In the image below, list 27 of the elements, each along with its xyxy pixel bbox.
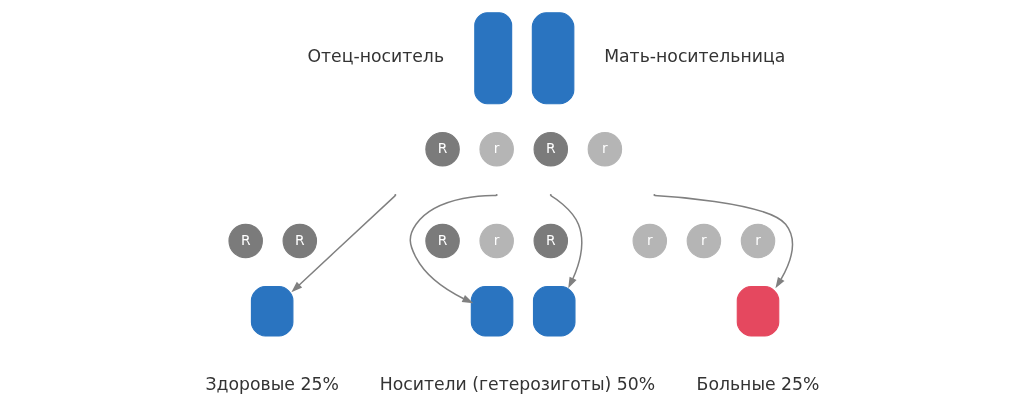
- arrow: [409, 194, 497, 304]
- node-person: [250, 285, 293, 337]
- node-label: Здоровые 25%: [205, 373, 339, 394]
- arrow: [653, 194, 793, 289]
- node-circle: R: [424, 131, 460, 167]
- node-circle: r: [740, 223, 775, 259]
- arrow: [290, 194, 396, 293]
- node-person: [470, 285, 513, 337]
- node-person: [473, 12, 512, 105]
- node-circle: R: [424, 223, 460, 259]
- arrow: [549, 194, 582, 289]
- node-circle: R: [533, 223, 568, 259]
- node-label: Отец-носитель: [306, 46, 444, 67]
- node-circle: r: [632, 223, 667, 259]
- label: Носители (гетерозиготы) 50%: [379, 373, 655, 394]
- node-circle: r: [686, 223, 721, 259]
- node-circle: R: [282, 223, 317, 259]
- node-label: Мать-носительница: [603, 46, 785, 67]
- node-circle: R: [227, 223, 263, 259]
- node-person: [736, 285, 779, 337]
- node-circle: R: [533, 131, 568, 167]
- node-circle: r: [478, 131, 514, 167]
- node-circle: r: [478, 223, 514, 259]
- node-person: [532, 285, 576, 337]
- node-label: Больные 25%: [696, 373, 819, 394]
- node-circle: r: [587, 131, 622, 167]
- node-person: [531, 12, 574, 105]
